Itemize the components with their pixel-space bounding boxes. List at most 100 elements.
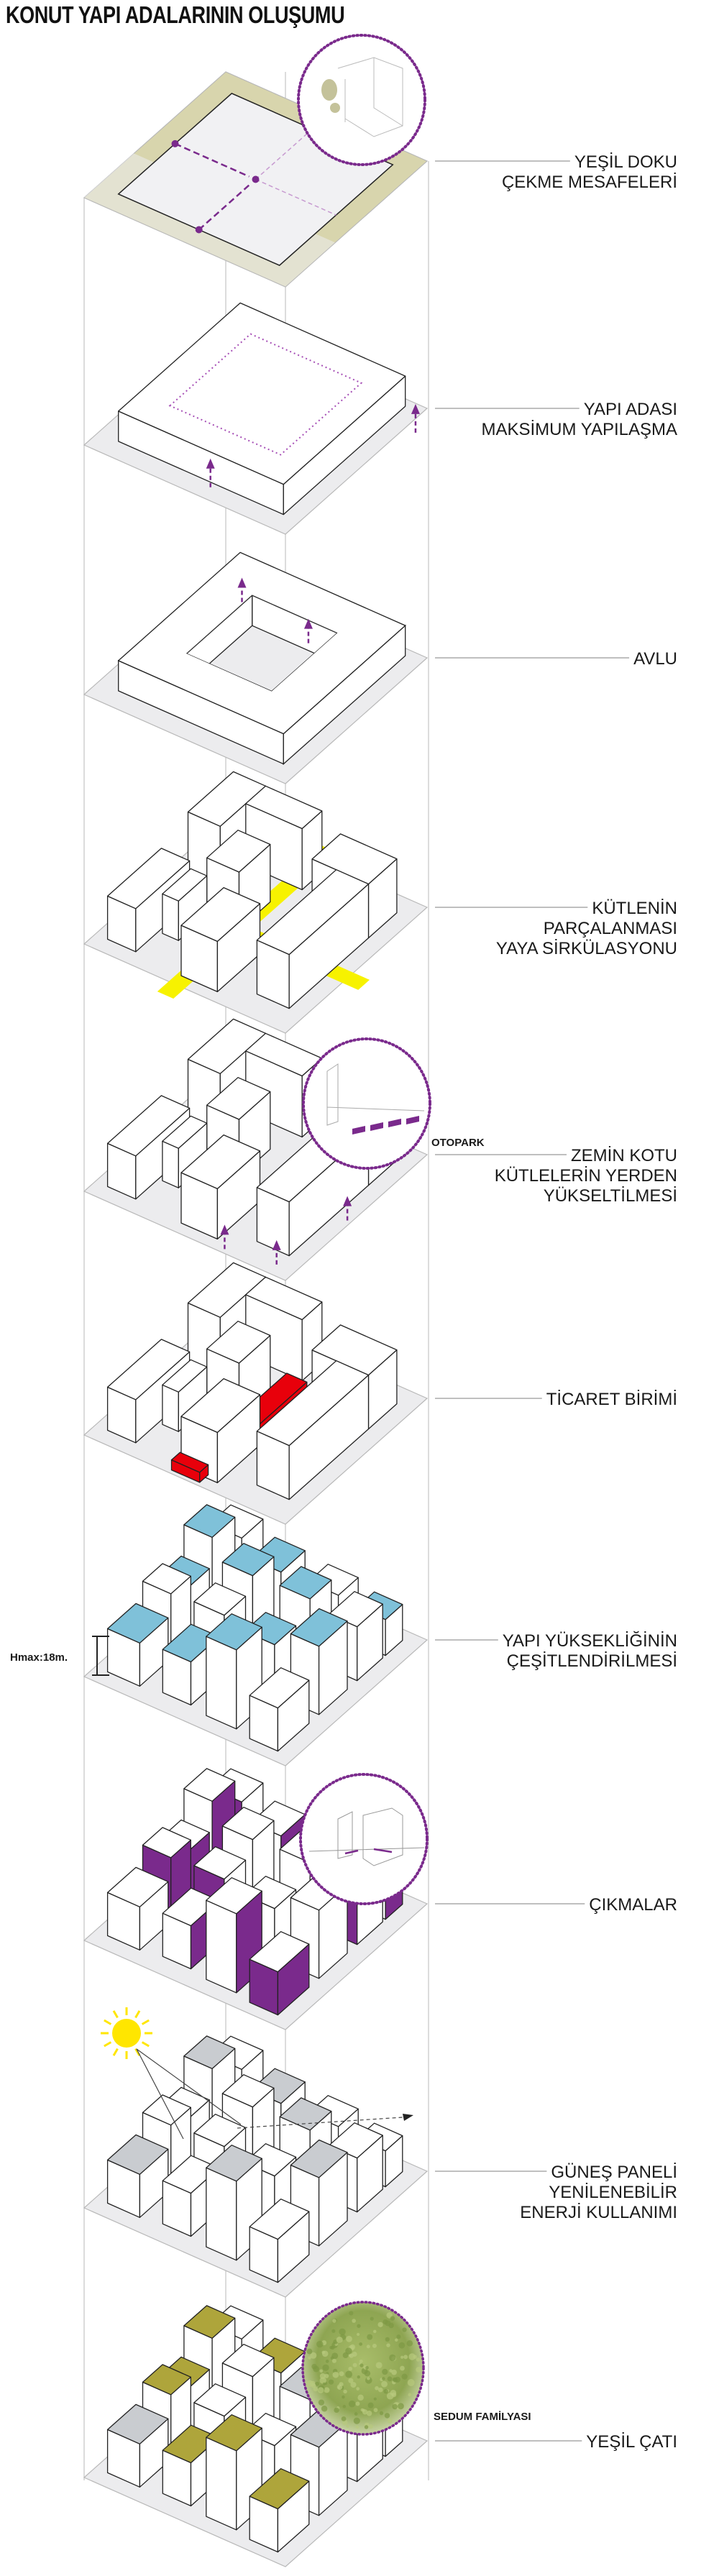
sedum-texture [364, 2425, 369, 2429]
block-roof [162, 1359, 208, 1393]
otopark-label: OTOPARK [431, 1137, 485, 1149]
step-label-line: YAPI YÜKSEKLİĞİNİN [503, 1631, 677, 1651]
sedum-texture [354, 2412, 358, 2416]
block-roof [142, 1563, 191, 1595]
block-roof [183, 1768, 236, 1802]
sedum-texture [416, 2357, 421, 2362]
block-roof [106, 1603, 169, 1644]
setback-point [195, 226, 203, 234]
center-arrowhead-icon [252, 175, 260, 183]
block-roof [193, 1582, 247, 1616]
sedum-texture [377, 2387, 383, 2393]
block-roof [142, 1827, 191, 1858]
sedum-texture [384, 2413, 390, 2419]
sedum-texture [373, 2397, 377, 2401]
sedum-texture [357, 2394, 364, 2401]
up-arrow-head-icon [206, 458, 215, 469]
sun-ray-arrow [136, 2048, 242, 2125]
sedum-texture [368, 2424, 373, 2429]
sedum-texture [400, 2355, 404, 2359]
sedum-texture [329, 2346, 333, 2350]
step-label-line: YENİLENEBİLİR [549, 2183, 677, 2202]
sedum-texture [402, 2327, 407, 2332]
page-title: KONUT YAPI ADALARININ OLUŞUMU [6, 1, 345, 28]
sedum-texture [408, 2353, 416, 2360]
sedum-texture [345, 2370, 352, 2378]
step-label-10: YEŞİL ÇATI [435, 2432, 677, 2452]
sun-ray [104, 2041, 112, 2048]
sedum-texture [360, 2363, 364, 2368]
block-roof [180, 886, 261, 943]
sedum-texture [343, 2389, 347, 2394]
axis-line [255, 178, 336, 216]
sedum-texture [324, 2387, 330, 2393]
block-roof [245, 785, 323, 830]
sun-ray [134, 2010, 141, 2019]
sun-ray [104, 2019, 112, 2025]
step-label-line: YEŞİL ÇATI [586, 2432, 677, 2452]
block-roof [183, 2305, 236, 2339]
step-panel-1 [83, 34, 429, 288]
block-roof [106, 2403, 169, 2444]
block-roof [106, 2134, 169, 2175]
sedum-texture [311, 2383, 316, 2388]
up-arrow-head-icon [272, 1239, 281, 1250]
projection-arrow [344, 1849, 359, 1855]
sedum-texture [352, 2319, 356, 2323]
step-panel-3 [83, 551, 429, 784]
sedum-texture [350, 2381, 357, 2388]
projection-arrow [373, 1848, 393, 1853]
block-roof [206, 2414, 262, 2452]
sedum-texture [407, 2379, 415, 2387]
sedum-texture [395, 2338, 398, 2342]
sedum-texture [382, 2368, 388, 2375]
block-roof [221, 2344, 275, 2378]
block-roof [221, 1543, 275, 1577]
sedum-texture [346, 2424, 349, 2428]
sedum-texture [332, 2319, 336, 2323]
sun-ray [112, 2048, 119, 2056]
sedum-texture [328, 2379, 334, 2385]
sedum-texture [339, 2328, 346, 2336]
block-left-face [162, 1140, 179, 1188]
block-roof [206, 1877, 262, 1915]
block-left-face [162, 1384, 179, 1432]
sedum-texture [308, 2356, 311, 2360]
up-arrow-head-icon [220, 1224, 229, 1235]
sun-ray [134, 2048, 141, 2056]
sedum-texture [348, 2366, 353, 2371]
sedum-texture [400, 2365, 405, 2371]
up-arrow-head-icon [237, 577, 247, 588]
sedum-texture [334, 2407, 339, 2414]
step-panel-10: SEDUM FAMİLYASI [83, 2301, 531, 2567]
sedum-texture [392, 2377, 397, 2382]
step-panel-4 [83, 771, 429, 1034]
sedum-texture [401, 2373, 408, 2380]
block-roof [193, 1846, 247, 1880]
block-roof [256, 869, 370, 955]
sedum-texture [387, 2376, 393, 2382]
sedum-texture [379, 2411, 384, 2416]
reflection-arrow [237, 2117, 403, 2129]
sedum-texture [383, 2388, 389, 2394]
block-roof [249, 1931, 310, 1973]
step-label-line: TİCARET BİRİMİ [546, 1390, 677, 1409]
tree-icon [321, 79, 337, 101]
courtyard-ground [187, 625, 337, 691]
sedum-texture [372, 2329, 377, 2334]
sedum-texture [346, 2335, 352, 2342]
step-label-line: YAYA SİRKÜLASYONU [496, 939, 677, 958]
sedum-texture [325, 2360, 329, 2363]
sedum-texture [355, 2425, 360, 2429]
sedum-texture [366, 2410, 372, 2416]
sedum-texture [403, 2355, 408, 2360]
block-roof [106, 1095, 191, 1157]
sedum-texture [377, 2321, 383, 2327]
block-left-face [206, 1899, 237, 1994]
block-roof [206, 1321, 271, 1364]
sedum-texture [331, 2329, 336, 2333]
block-roof [162, 868, 208, 902]
block-roof [290, 2139, 348, 2178]
sedum-texture [362, 2408, 365, 2412]
